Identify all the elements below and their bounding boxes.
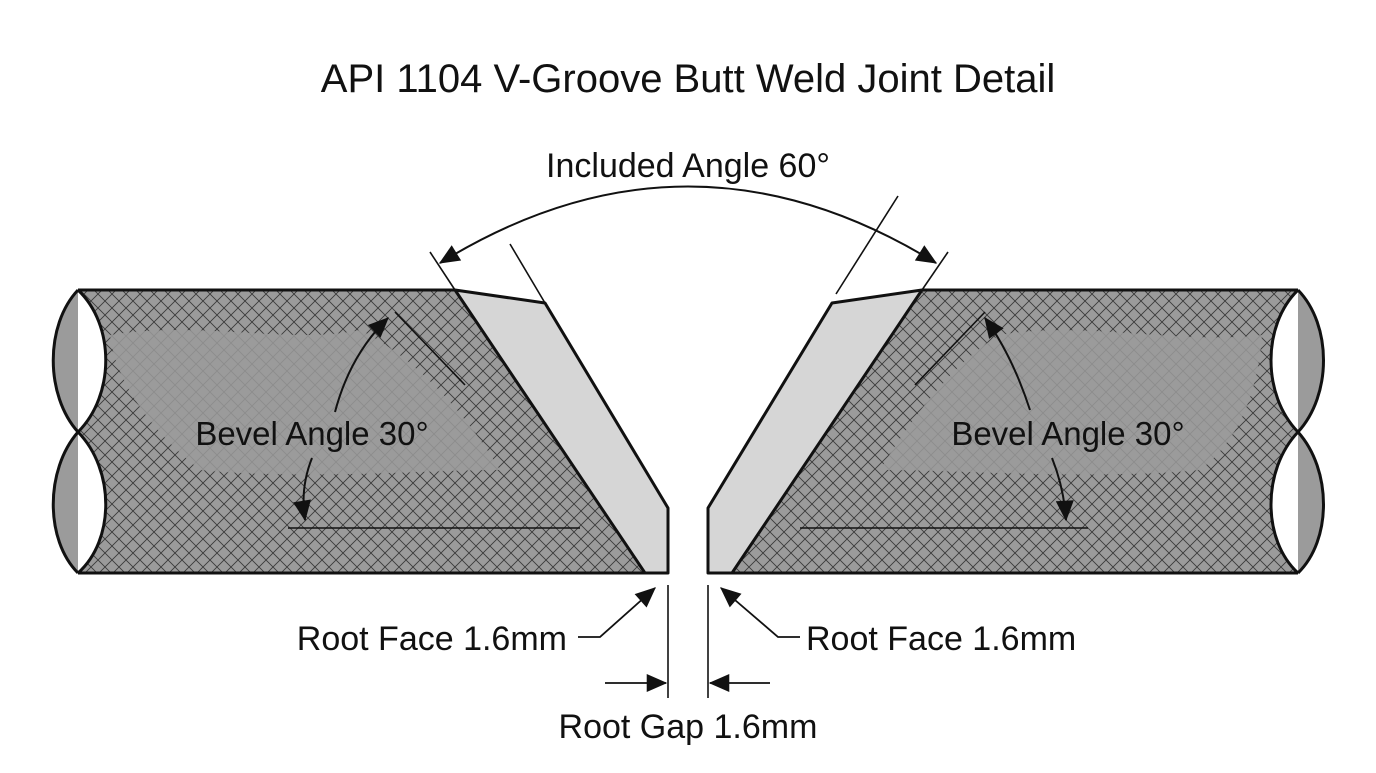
left-break-line-inner xyxy=(51,288,80,575)
right-pipe-clear-zone xyxy=(880,330,1262,475)
bevel-angle-right-dimension: Bevel Angle 30° xyxy=(800,311,1185,529)
root-face-right-leader xyxy=(720,587,800,638)
left-bevel-arc-upper xyxy=(334,317,389,413)
right-bevel-guide-line xyxy=(914,311,986,386)
right-extension-line xyxy=(921,251,949,291)
root-face-left-leader xyxy=(578,587,656,638)
right-bevel-face xyxy=(706,288,924,575)
root-gap-label: Root Gap 1.6mm xyxy=(559,708,818,746)
bevel-angle-left-dimension: Bevel Angle 30° xyxy=(195,311,580,529)
left-extension-line xyxy=(429,251,456,291)
bevel-angle-right-label: Bevel Angle 30° xyxy=(951,415,1184,452)
root-face-right-label: Root Face 1.6mm xyxy=(806,620,1076,658)
right-bevel-arc-lower xyxy=(1051,457,1074,522)
diagram-title: API 1104 V-Groove Butt Weld Joint Detail xyxy=(321,57,1055,101)
included-angle-dimension: Included Angle 60° xyxy=(429,147,949,304)
left-pipe-clear-zone xyxy=(110,330,500,475)
left-pipe-section xyxy=(51,288,670,575)
left-bevel-guide-line xyxy=(394,311,466,386)
right-bevel-arc-upper xyxy=(984,316,1031,411)
right-extension-line-2 xyxy=(835,195,899,295)
right-pipe-outline xyxy=(708,288,1298,575)
included-angle-arc xyxy=(438,185,938,264)
right-break-line-inner xyxy=(1295,288,1325,575)
root-dimensions: Root Face 1.6mm Root Face 1.6mm Root Gap… xyxy=(297,585,1076,746)
root-face-left-label: Root Face 1.6mm xyxy=(297,620,567,658)
bevel-angle-left-label: Bevel Angle 30° xyxy=(195,415,428,452)
left-bevel-face xyxy=(453,288,670,575)
left-bevel-arc-lower xyxy=(293,457,313,522)
left-pipe-outline xyxy=(78,288,668,575)
included-angle-label: Included Angle 60° xyxy=(546,147,830,185)
left-extension-line-2 xyxy=(509,243,546,304)
right-pipe-section xyxy=(706,288,1325,575)
